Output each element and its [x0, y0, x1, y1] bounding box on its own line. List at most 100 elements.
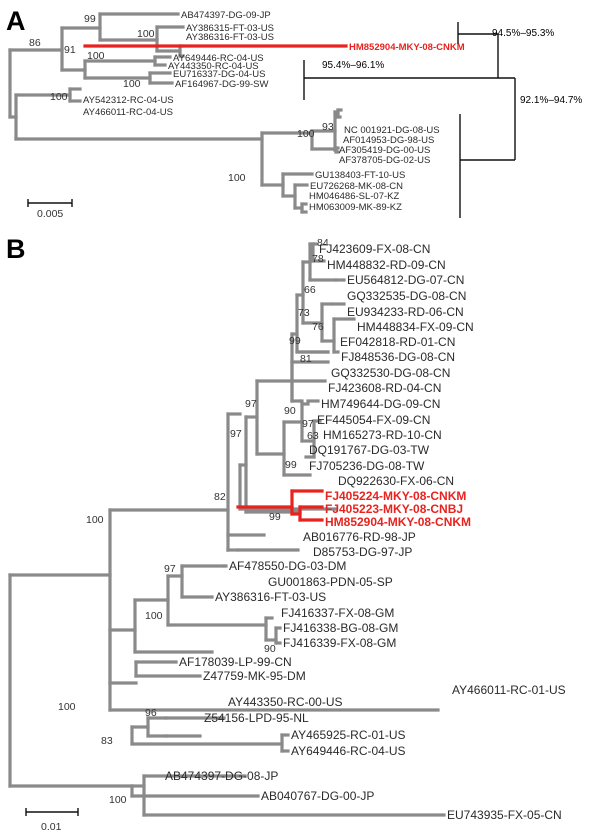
bootstrap-value: 100 — [145, 610, 163, 622]
taxon-label: EU934233-RD-06-CN — [347, 305, 464, 319]
taxon-label: AY465925-RC-01-US — [291, 728, 406, 742]
taxon-label: HM063009-MK-89-KZ — [309, 202, 402, 213]
bootstrap-value: 81 — [300, 353, 312, 365]
bootstrap-value: 82 — [214, 491, 226, 503]
taxon-label: FJ416337-FX-08-GM — [281, 606, 394, 620]
panel-b-label: B — [6, 234, 26, 264]
taxon-label: NC 001921-DG-08-US — [344, 125, 440, 136]
taxon-label: GU001863-PDN-05-SP — [268, 575, 393, 589]
bootstrap-value: 97 — [164, 563, 176, 575]
taxon-label: Z54156-LPD-95-NL — [204, 711, 309, 725]
bootstrap-value: 100 — [86, 514, 104, 526]
bootstrap-value: 66 — [304, 284, 316, 296]
taxon-label-highlighted: HM852904-MKY-08-CNKM — [349, 42, 465, 53]
bootstrap-value: 86 — [29, 37, 41, 49]
taxon-label: AY386316-FT-03-US — [186, 32, 274, 43]
identity-brackets — [303, 22, 516, 218]
panel-b-scale-bar: 0.01 — [25, 808, 79, 833]
bootstrap-value: 96 — [145, 707, 157, 719]
taxon-label: EU743935-FX-05-CN — [447, 808, 562, 822]
bootstrap-value: 90 — [284, 405, 296, 417]
taxon-label: EF445054-FX-09-CN — [317, 413, 430, 427]
bootstrap-value: 97 — [230, 428, 242, 440]
taxon-label: EU726268-MK-08-CN — [310, 181, 403, 192]
scale-bar-label: 0.005 — [37, 208, 63, 220]
taxon-label: AF478550-DG-03-DM — [229, 559, 346, 573]
taxon-label: FJ416338-BG-08-GM — [283, 621, 398, 635]
taxon-label: AY386316-FT-03-US — [215, 590, 326, 604]
bootstrap-value: 73 — [298, 307, 310, 319]
taxon-label: AY466011-RC-04-US — [83, 107, 173, 118]
taxon-label: AF164967-DG-99-SW — [175, 79, 268, 90]
bootstrap-value: 100 — [58, 701, 76, 713]
bootstrap-value: 84 — [317, 237, 329, 249]
panel-a-taxa: AB474397-DG-09-JP AY386315-FT-03-US AY38… — [83, 10, 465, 213]
taxon-label: EU564812-DG-07-CN — [347, 273, 464, 287]
taxon-label: AY649446-RC-04-US — [291, 744, 406, 758]
taxon-label: FJ848536-DG-08-CN — [341, 350, 455, 364]
taxon-label: EF042818-RD-01-CN — [340, 335, 455, 349]
taxon-label-highlighted: FJ405224-MKY-08-CNKM — [325, 489, 466, 503]
panel-b-branches — [8, 242, 446, 817]
taxon-label: AF305419-DG-00-US — [339, 145, 430, 156]
taxon-label: D85753-DG-97-JP — [313, 545, 412, 559]
panel-a-branches — [8, 12, 343, 214]
bootstrap-value: 100 — [297, 128, 315, 140]
panel-b-bootstrap: 84 78 66 73 76 99 81 97 90 97 63 97 99 8… — [58, 237, 329, 806]
identity-range-label: 92.1%–94.7% — [520, 95, 582, 106]
taxon-label: FJ416339-FX-08-GM — [283, 636, 396, 650]
taxon-label: AB040767-DG-00-JP — [261, 789, 374, 803]
bootstrap-value: 100 — [109, 794, 127, 806]
panel-a-bootstrap: 99 100 91 86 100 100 100 100 93 100 — [29, 13, 334, 184]
bootstrap-value: 97 — [245, 398, 257, 410]
taxon-label: AY649446-RC-04-US — [173, 53, 264, 64]
panel-b-highlight-clade — [236, 489, 324, 522]
taxon-label: Z47759-MK-95-DM — [203, 669, 306, 683]
taxon-label: AY443350-RC-00-US — [228, 695, 343, 709]
bootstrap-value: 100 — [87, 50, 105, 62]
taxon-label: DQ191767-DG-03-TW — [309, 443, 430, 457]
taxon-label: FJ423609-FX-08-CN — [319, 242, 430, 256]
bootstrap-value: 99 — [269, 511, 281, 523]
taxon-label: AY466011-RC-01-US — [452, 683, 566, 697]
bootstrap-value: 100 — [228, 172, 246, 184]
bootstrap-value: 99 — [285, 459, 297, 471]
bootstrap-value: 91 — [64, 44, 76, 56]
bootstrap-value: 99 — [289, 335, 301, 347]
taxon-label: DQ922630-FX-06-CN — [338, 474, 454, 488]
panel-b: B — [6, 234, 566, 833]
taxon-label: AY443350-RC-04-US — [168, 61, 259, 72]
taxon-label: AY386315-FT-03-US — [186, 23, 274, 34]
taxon-label: AB474397-DG-08-JP — [165, 769, 278, 783]
taxon-label: HM749644-DG-09-CN — [321, 397, 440, 411]
scale-bar-label: 0.01 — [41, 821, 62, 833]
taxon-label: AB016776-RD-98-JP — [303, 530, 416, 544]
taxon-label: EU716337-DG-04-US — [173, 69, 265, 80]
panel-a-label: A — [6, 6, 26, 36]
bootstrap-value: 63 — [307, 430, 319, 442]
taxon-label: HM448832-RD-09-CN — [327, 258, 446, 272]
taxon-label: AF178039-LP-99-CN — [179, 655, 292, 669]
taxon-label: AF014953-DG-98-US — [343, 135, 434, 146]
identity-range-label: 94.5%–95.3% — [492, 28, 554, 39]
panel-b-taxa: FJ423609-FX-08-CN HM448832-RD-09-CN EU56… — [165, 242, 566, 822]
taxon-label: AY542312-RC-04-US — [83, 95, 174, 106]
taxon-label: GQ332535-DG-08-CN — [347, 289, 466, 303]
taxon-label-highlighted: FJ405223-MKY-08-CNBJ — [325, 502, 463, 516]
panel-a-scale-bar: 0.005 — [27, 199, 73, 220]
taxon-label: FJ423608-RD-04-CN — [328, 381, 441, 395]
identity-range-label: 95.4%–96.1% — [322, 60, 384, 71]
bootstrap-value: 100 — [50, 91, 68, 103]
taxon-label: AF378705-DG-02-US — [339, 155, 430, 166]
taxon-label: AB474397-DG-09-JP — [181, 10, 271, 21]
taxon-label: GU138403-FT-10-US — [315, 170, 405, 181]
taxon-label: HM165273-RD-10-CN — [323, 428, 442, 442]
panel-a: A — [6, 6, 582, 220]
bootstrap-value: 93 — [322, 121, 334, 133]
taxon-label-highlighted: HM852904-MKY-08-CNKM — [325, 515, 471, 529]
taxon-label: HM448834-FX-09-CN — [357, 320, 474, 334]
bootstrap-value: 83 — [101, 735, 113, 747]
bootstrap-value: 90 — [264, 643, 276, 655]
taxon-label: FJ705236-DG-08-TW — [309, 459, 425, 473]
